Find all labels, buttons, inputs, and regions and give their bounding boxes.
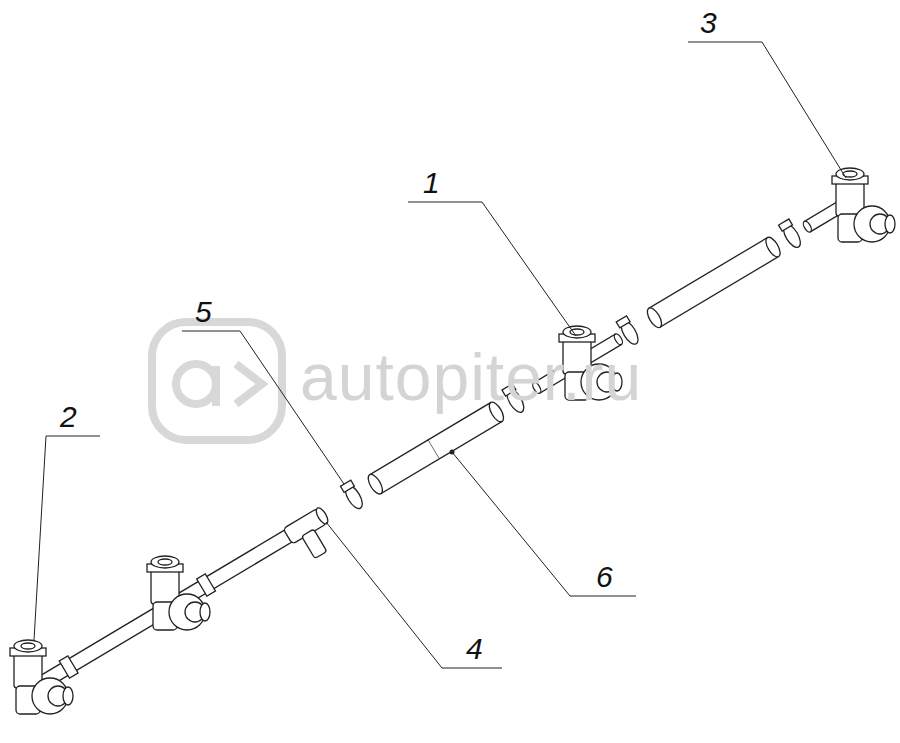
callout-number: 5 bbox=[195, 297, 212, 327]
callout-number: 2 bbox=[60, 402, 77, 432]
valve-3 bbox=[832, 168, 895, 242]
callout-number: 4 bbox=[466, 634, 483, 664]
leader-dots bbox=[450, 450, 455, 455]
watermark: autopiter.ru bbox=[300, 344, 642, 410]
valve-2 bbox=[10, 640, 73, 714]
callout-number: 1 bbox=[423, 168, 440, 198]
callout-number: 3 bbox=[700, 8, 717, 38]
callout-number: 6 bbox=[596, 562, 613, 592]
pipe-axis bbox=[26, 190, 863, 716]
valve-mid bbox=[147, 556, 210, 630]
watermark-logo bbox=[152, 322, 282, 440]
leader-lines bbox=[34, 42, 846, 668]
